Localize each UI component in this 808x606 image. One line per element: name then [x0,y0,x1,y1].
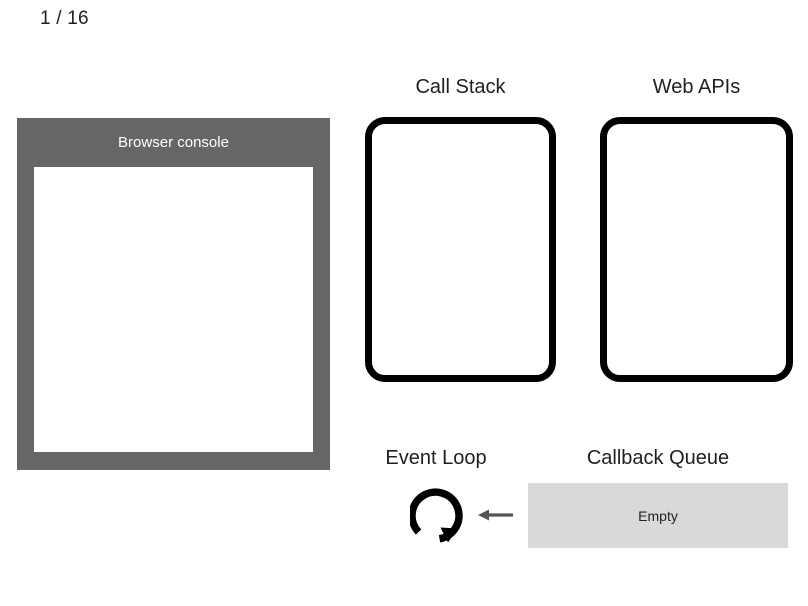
slide-counter: 1 / 16 [40,8,89,29]
web-apis-box [600,117,793,382]
arrow-left-icon [478,509,513,521]
call-stack-box [365,117,556,382]
callback-queue-heading: Callback Queue [586,447,730,469]
browser-console-title: Browser console [118,134,229,151]
callback-queue-box: Empty [528,483,788,548]
web-apis-heading: Web APIs [652,76,741,98]
event-loop-heading: Event Loop [385,447,487,469]
circular-loop-arrow-icon [410,488,463,543]
browser-console-output[interactable] [34,167,313,452]
console-log-list [34,167,313,175]
call-stack-heading: Call Stack [415,76,506,98]
browser-console-panel: Browser console [17,118,330,470]
callback-queue-status: Empty [638,507,678,524]
